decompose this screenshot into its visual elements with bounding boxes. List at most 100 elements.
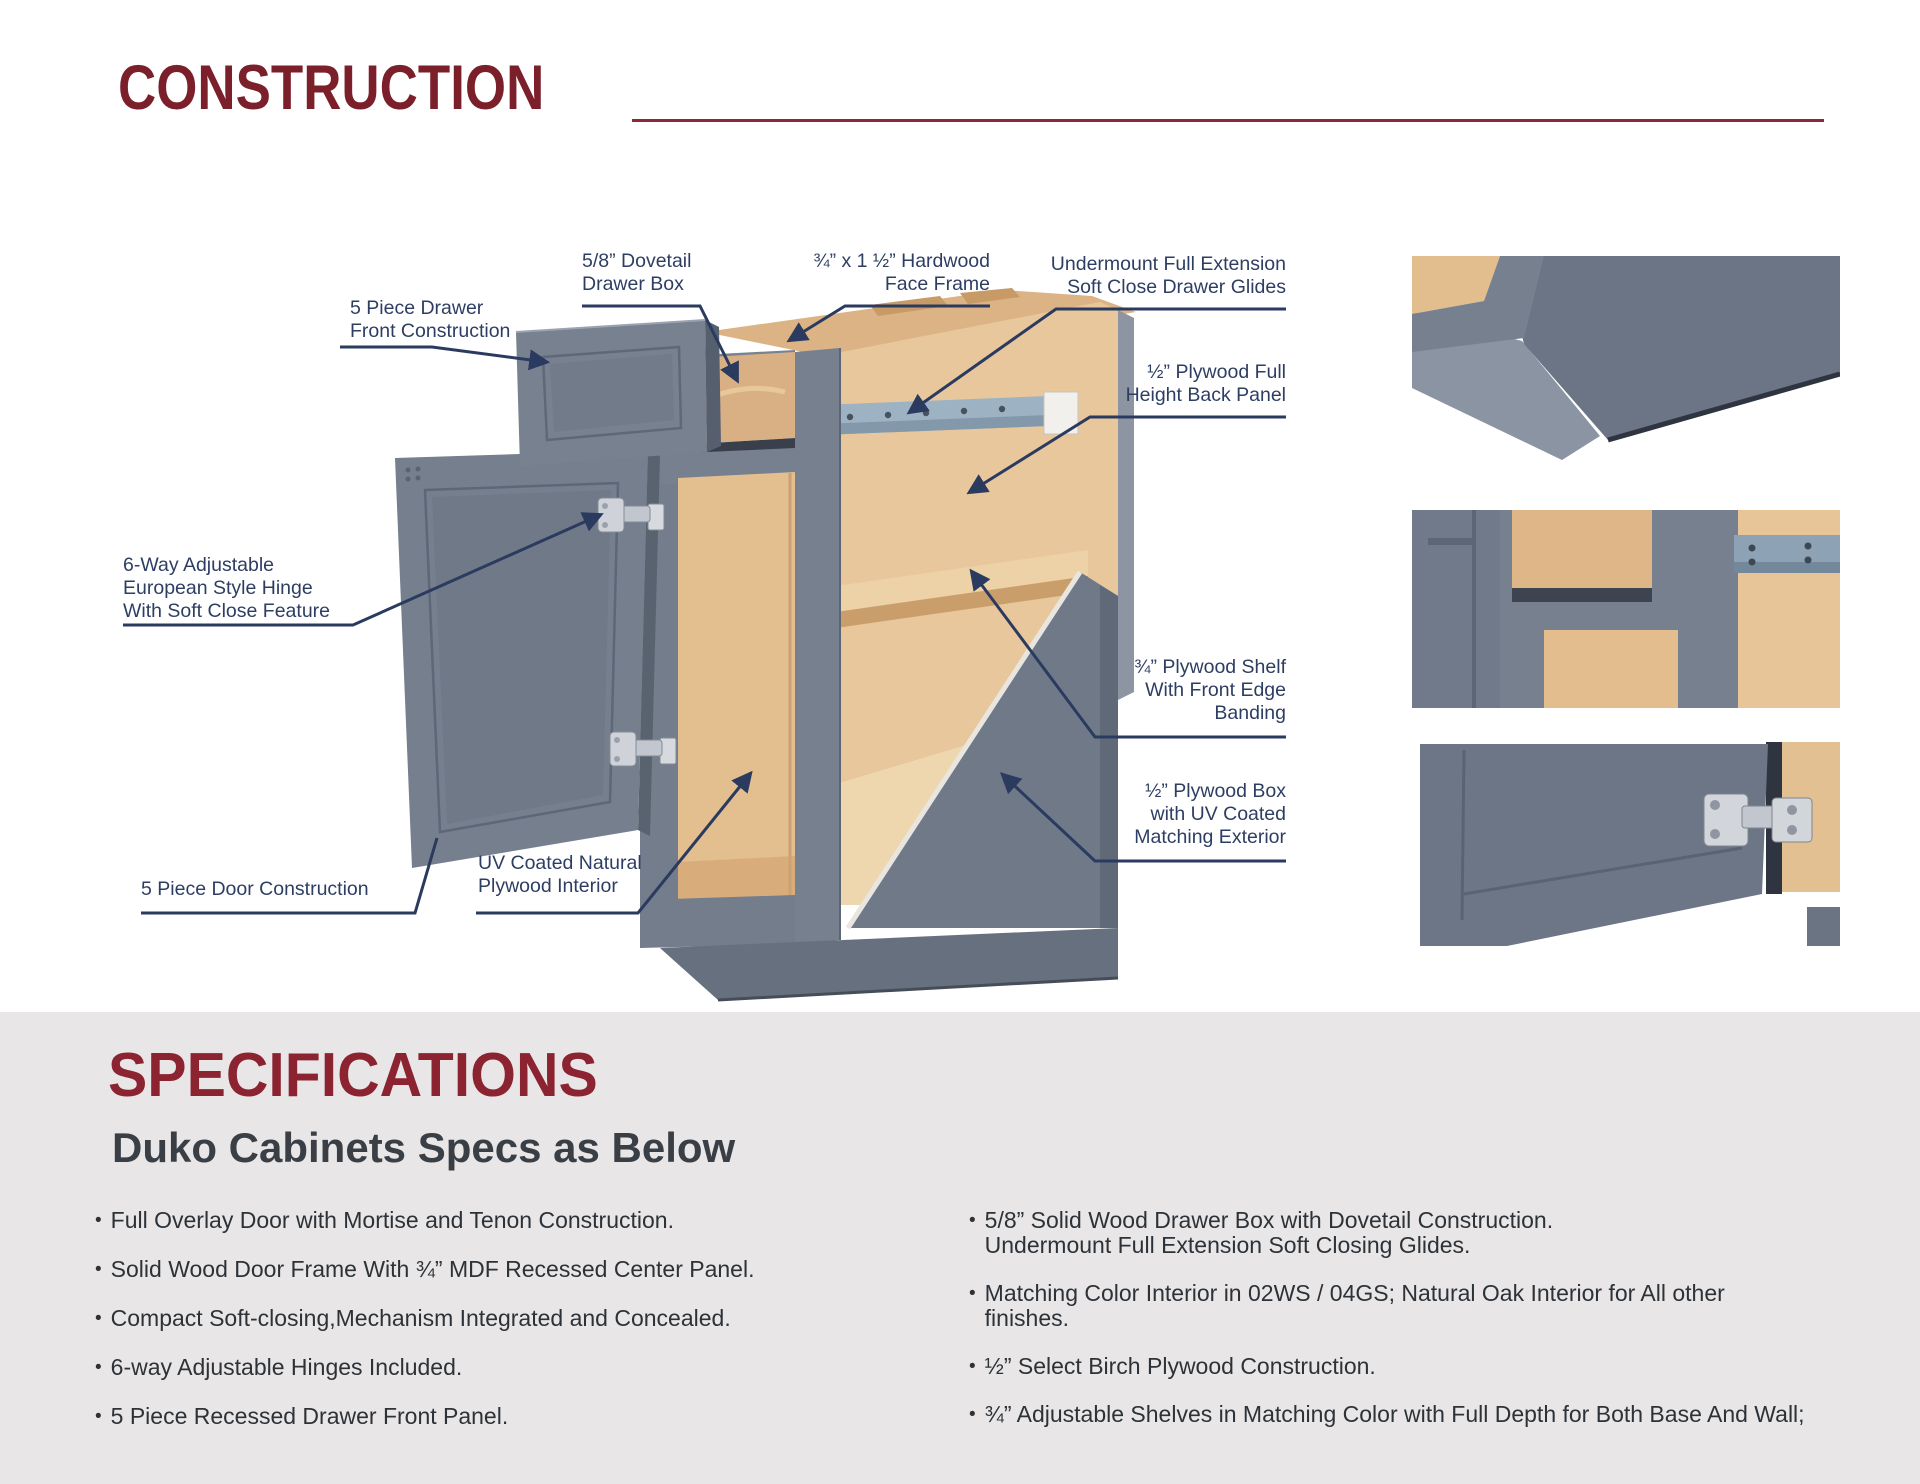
callout-line-box (999, 772, 1286, 863)
glide-hole (998, 405, 1006, 413)
door-frame-groove (423, 481, 620, 834)
callout-label-glides: Undermount Full Extension Soft Close Dra… (1050, 253, 1286, 298)
panel-edge (1607, 371, 1840, 443)
bottom-rail (640, 895, 795, 948)
side-panel (1502, 256, 1840, 440)
page-title: CONSTRUCTION (118, 53, 545, 123)
glide-bracket (1043, 391, 1079, 435)
wood-panel (1412, 256, 1500, 314)
hinge (1703, 793, 1813, 847)
door-panel (1420, 744, 1768, 946)
glide-shadow (822, 415, 1048, 435)
bullet-dot: • (95, 1357, 102, 1378)
callout-label-face-frame: ¾” x 1 ½” Hardwood Face Frame (813, 250, 990, 295)
callout-line-drawer-front (340, 345, 551, 371)
callout-label-drawer-front: 5 Piece Drawer Front Construction (350, 297, 511, 342)
callout-label-hinge: 6-Way Adjustable European Style Hinge Wi… (123, 554, 330, 622)
hinge-screw (602, 503, 608, 509)
toe-panel (1412, 311, 1600, 460)
corner-brace (960, 288, 1020, 304)
callout-line-hinge (123, 512, 604, 627)
callout-line-face-frame (786, 304, 990, 343)
toe-kick-edge (717, 976, 1119, 1002)
spec-item: • 5 Piece Recessed Drawer Front Panel. (95, 1403, 509, 1429)
hinge-screw (602, 522, 608, 528)
glide-hole (922, 409, 930, 417)
bullet-dot: • (969, 1356, 976, 1377)
glide-hole (1748, 544, 1756, 552)
door-groove (1472, 510, 1476, 708)
callout-lines (123, 304, 1286, 915)
bullet-dot: • (969, 1404, 976, 1425)
specs-subtitle: Duko Cabinets Specs as Below (112, 1124, 736, 1171)
hinge-screw (1787, 825, 1797, 835)
cutaway-shade (1100, 585, 1118, 928)
photo-drawer-glide-detail (1412, 510, 1840, 708)
hinge-cup (1703, 793, 1749, 847)
side-edge (1118, 310, 1134, 700)
bullet-dot: • (95, 1210, 102, 1231)
spec-item: • 6-way Adjustable Hinges Included. (95, 1354, 463, 1380)
callout-line-dovetail (582, 304, 739, 384)
screw-hole (415, 466, 421, 472)
screw-hole (405, 476, 411, 482)
hinge-screw (1710, 800, 1720, 810)
cabinet-top-wood (705, 290, 1136, 360)
door-notch (1428, 538, 1472, 545)
cut-edge (845, 570, 1083, 930)
hinge-screw (614, 756, 620, 762)
plywood-interior (678, 472, 795, 906)
callout-label-uv: UV Coated Natural Plywood Interior (478, 852, 642, 897)
callout-label-back-panel: ½” Plywood Full Height Back Panel (1125, 361, 1286, 406)
spec-item: • Solid Wood Door Frame With ¾” MDF Rece… (95, 1256, 755, 1282)
hinge-screw (1710, 829, 1720, 839)
bullet-dot: • (95, 1406, 102, 1427)
bullet-dot: • (969, 1283, 976, 1304)
drawer-slot (1512, 588, 1652, 602)
bullet-dot: • (95, 1308, 102, 1329)
glide-shadow (1734, 562, 1840, 573)
spec-item: • ½” Select Birch Plywood Construction. (969, 1353, 1376, 1379)
callout-label-box: ½” Plywood Box with UV Coated Matching E… (1134, 780, 1286, 848)
spec-item: • Matching Color Interior in 02WS / 04GS… (969, 1280, 1725, 1331)
hinge-bottom (609, 731, 677, 767)
frame-band (1412, 256, 1544, 352)
drawer-front-edge (705, 320, 721, 452)
glide-hole (960, 407, 968, 415)
callout-line-uv (476, 770, 753, 915)
plywood-shelf (822, 550, 1088, 614)
bullet-dot: • (969, 1210, 976, 1231)
hinge-screw (1787, 805, 1797, 815)
door-center-panel (1544, 630, 1678, 708)
panel-groove (1463, 846, 1743, 896)
door-groove (1460, 749, 1466, 921)
photo-cabinet-corner-detail (1412, 256, 1840, 474)
bullet-dot: • (95, 1259, 102, 1280)
hinge-cup (609, 731, 637, 767)
interior-floor (678, 856, 795, 906)
screw-hole (415, 475, 421, 481)
callout-label-dovetail: 5/8” Dovetail Drawer Box (582, 250, 692, 295)
cabinet-foot (1807, 907, 1840, 946)
callout-line-shelf (969, 568, 1286, 739)
callout-label-shelf: ¾” Plywood Shelf With Front Edge Banding (1134, 656, 1286, 724)
drawer-recessed-panel (550, 354, 674, 432)
drawer-box-wood (1512, 510, 1652, 588)
drawer-top-highlight (515, 319, 706, 333)
door-recessed-panel (432, 490, 611, 824)
hinge-screw (614, 737, 620, 743)
spec-item: • ¾” Adjustable Shelves in Matching Colo… (969, 1401, 1805, 1427)
glide-hole (1804, 556, 1812, 564)
screw-hole (405, 467, 411, 473)
specifications-section (0, 1012, 1920, 1484)
spec-item: • Full Overlay Door with Mortise and Ten… (95, 1207, 674, 1233)
spec-item: • 5/8” Solid Wood Drawer Box with Doveta… (969, 1207, 1554, 1258)
hinge-top (597, 497, 665, 533)
callout-line-glides (906, 307, 1286, 415)
toe-kick (660, 928, 1118, 1000)
spec-item: • Compact Soft-closing,Mechanism Integra… (95, 1305, 731, 1331)
shelf-front-edge (822, 576, 1088, 630)
spec-list-right: • 5/8” Solid Wood Drawer Box with Doveta… (969, 1208, 1869, 1450)
